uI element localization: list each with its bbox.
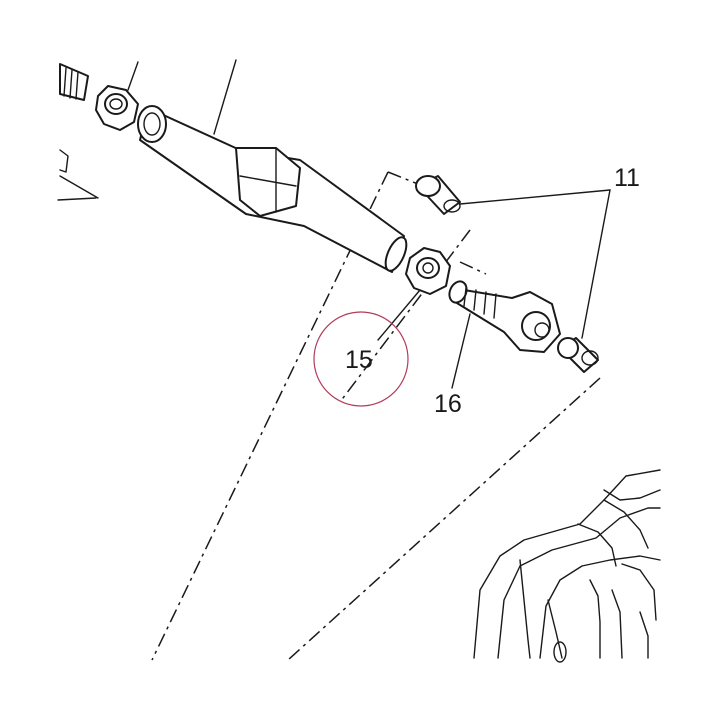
adjuster-rod — [137, 59, 408, 273]
assembly-guide-lines — [151, 171, 601, 661]
spacer-collar-lower — [557, 337, 599, 373]
highlight-circle — [313, 311, 409, 407]
bolt-stub — [57, 63, 99, 201]
hex-nut-upper — [95, 61, 139, 131]
spacer-collar-upper — [415, 175, 461, 215]
callout-label-11: 11 — [614, 164, 640, 192]
callout-label-15: 15 — [345, 346, 373, 374]
callout-label-16: 16 — [434, 390, 462, 418]
callout-11-leaders — [459, 189, 611, 339]
rod-end-16 — [448, 280, 561, 389]
housing-frame — [473, 469, 661, 663]
lock-nut-15 — [377, 247, 451, 341]
